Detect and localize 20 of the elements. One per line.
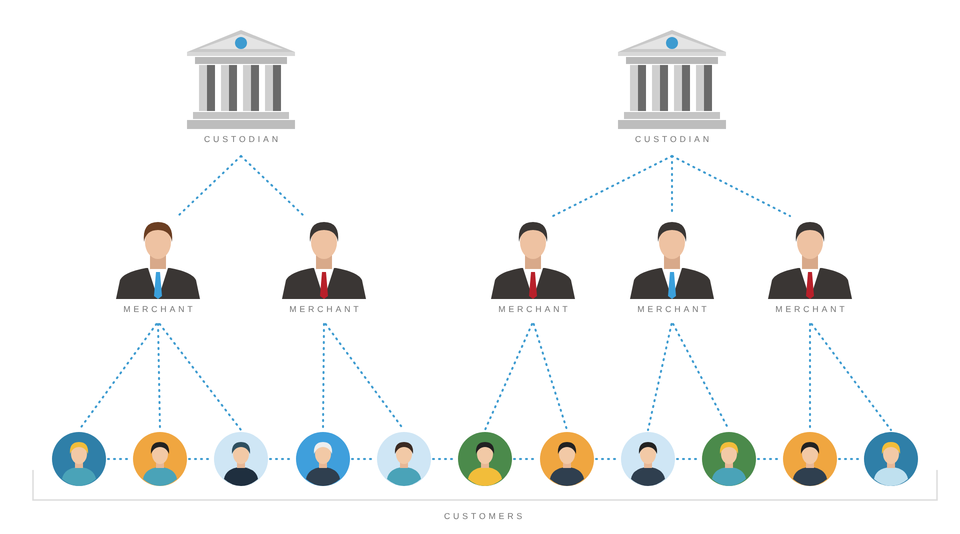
role-label: MERCHANT: [122, 304, 196, 314]
dotted-connector: [484, 323, 534, 431]
dotted-connector: [532, 323, 568, 431]
dotted-connector: [322, 323, 325, 431]
dotted-connector: [552, 155, 673, 217]
dotted-connector: [809, 323, 811, 431]
dotted-connector: [671, 155, 791, 217]
role-label: MERCHANT: [288, 304, 362, 314]
dotted-connector: [647, 323, 673, 431]
role-label: CUSTODIAN: [203, 134, 281, 144]
dotted-connector: [157, 323, 161, 431]
role-label: MERCHANT: [636, 304, 710, 314]
dotted-connector: [158, 323, 242, 431]
dotted-connector: [177, 155, 242, 217]
role-label: MERCHANT: [497, 304, 571, 314]
dotted-connector: [810, 323, 892, 431]
dotted-connector: [240, 155, 305, 217]
group-label: CUSTOMERS: [444, 511, 526, 521]
role-label: CUSTODIAN: [634, 134, 712, 144]
role-label: MERCHANT: [774, 304, 848, 314]
